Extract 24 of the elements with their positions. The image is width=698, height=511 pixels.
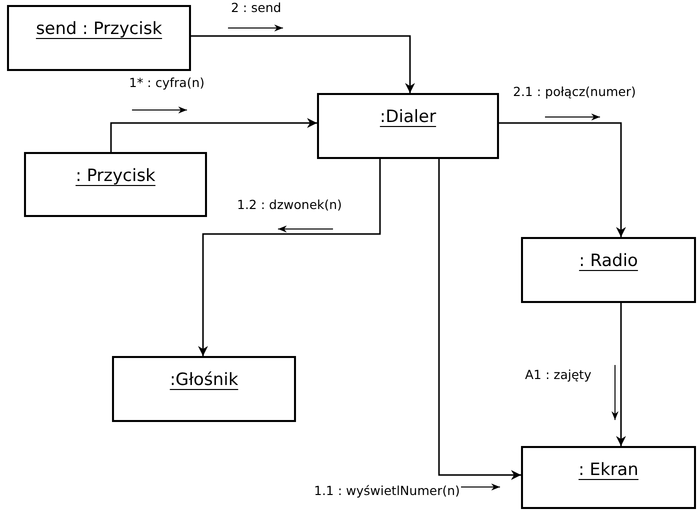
connector [616, 303, 626, 446]
object-box [24, 152, 207, 217]
message-label: A1 : zajęty [524, 367, 592, 382]
object-box [7, 5, 191, 71]
object-box [521, 237, 696, 303]
connector [198, 159, 381, 356]
object-name: send : Przycisk [34, 19, 164, 39]
object-name: : Ekran [578, 460, 640, 480]
connector [191, 35, 415, 93]
object-name: :Dialer [378, 107, 438, 127]
connector [499, 122, 626, 237]
message-label: 1* : cyfra(n) [128, 75, 206, 90]
object-box [521, 446, 696, 509]
object-name: : Przycisk [74, 166, 156, 186]
object-box [317, 93, 499, 159]
object-name: :Głośnik [168, 370, 240, 390]
connector [438, 159, 521, 480]
message-label: 2 : send [230, 0, 282, 15]
message-label: 2.1 : połącz(numer) [512, 84, 637, 99]
object-box [112, 356, 296, 422]
message-label: 1.2 : dzwonek(n) [236, 197, 343, 212]
message-label: 1.1 : wyświetlNumer(n) [313, 483, 461, 498]
object-name: : Radio [578, 251, 639, 271]
connector [110, 118, 317, 152]
